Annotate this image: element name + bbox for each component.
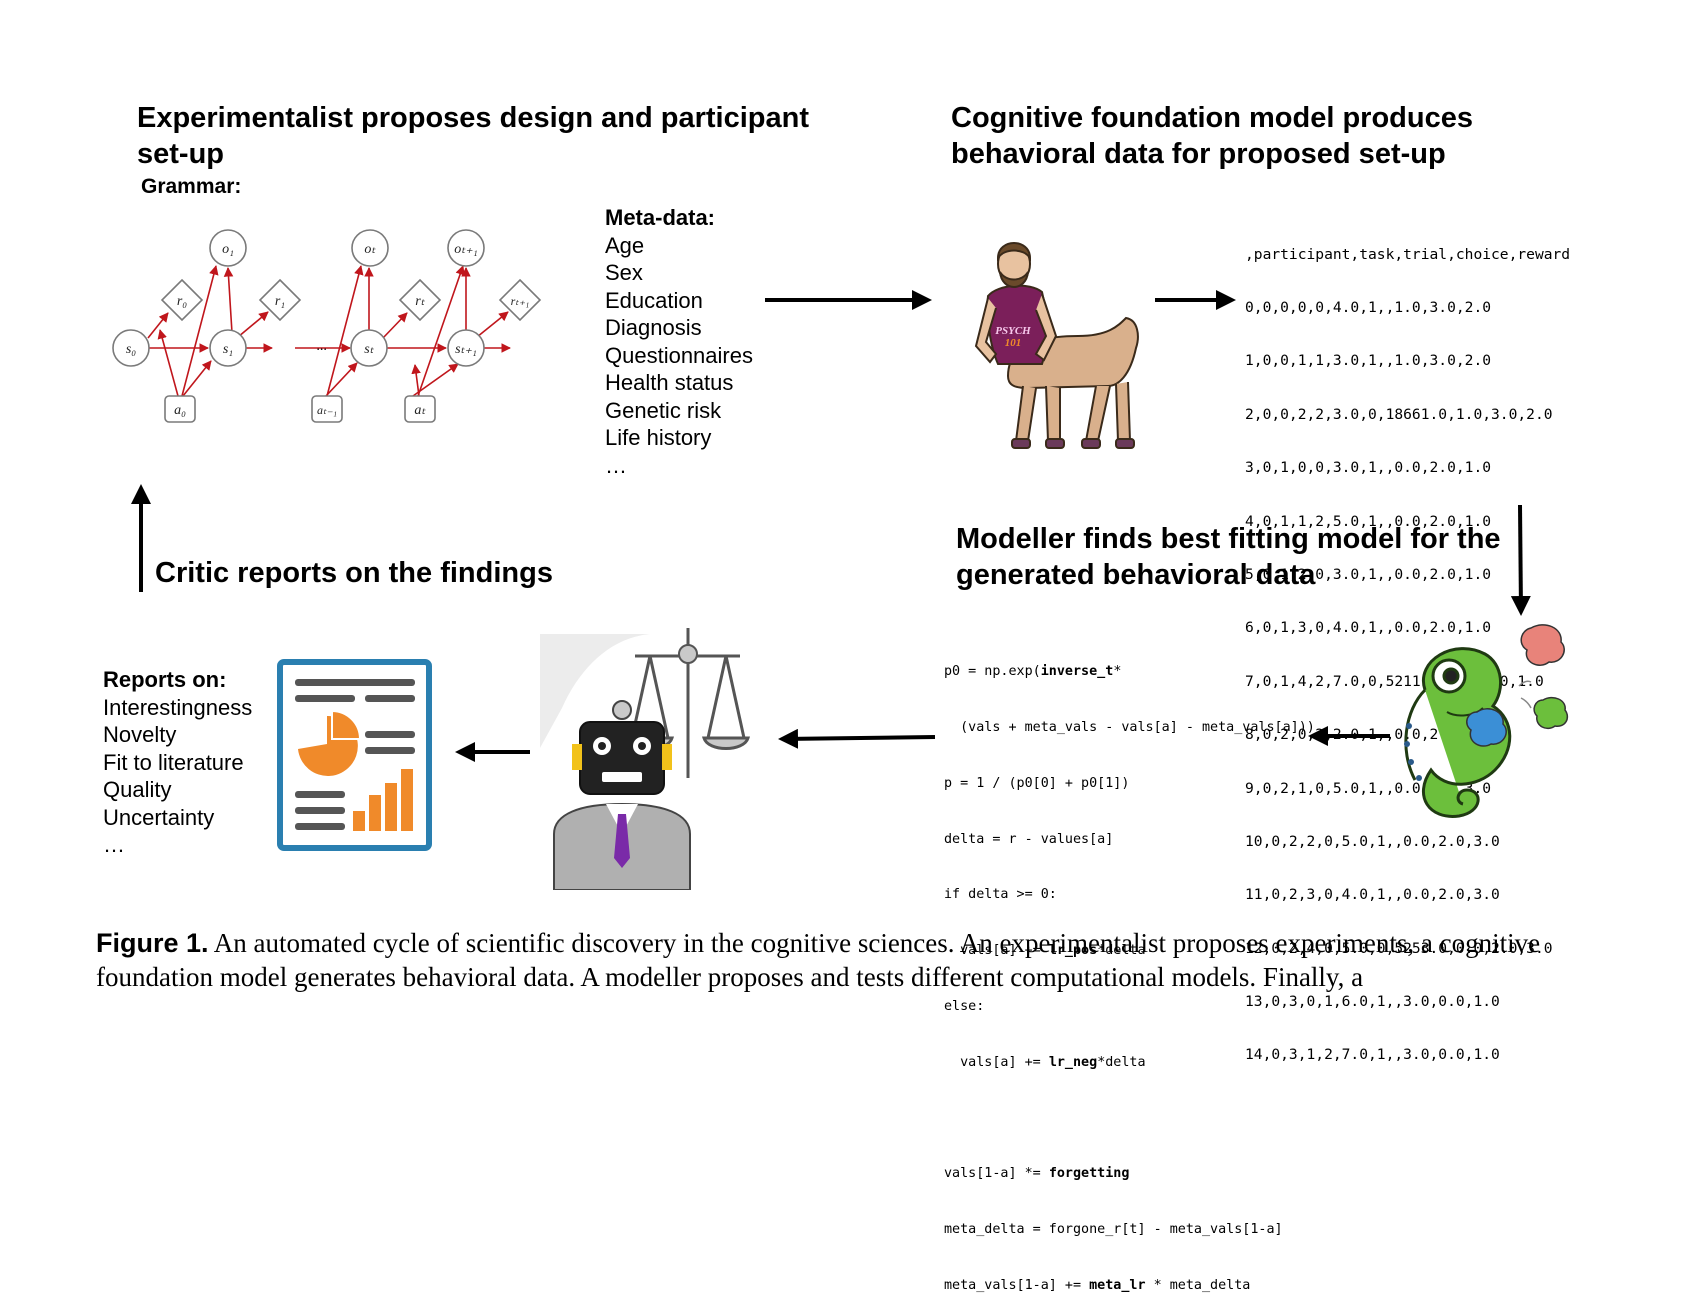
arrow-csv-to-modeller: [1510, 504, 1531, 616]
flow-arrows: [131, 290, 1531, 762]
metadata-item: Education: [605, 287, 703, 313]
code-line: p = 1 / (p0[0] + p0[1]): [944, 775, 1130, 791]
node-at: aₜ: [414, 403, 426, 418]
node-s1: s₁: [223, 342, 233, 357]
metadata-header: Meta-data:: [605, 205, 716, 230]
metadata-item: …: [605, 452, 627, 478]
csv-line: 10,0,2,2,0,5.0,1,,0.0,2.0,3.0: [1245, 832, 1500, 850]
report-document-icon: [277, 659, 432, 851]
node-at-1: aₜ₋₁: [317, 403, 337, 417]
metadata-item: Sex: [605, 260, 643, 285]
foundation-model-title: Cognitive foundation model produces beha…: [951, 102, 1473, 170]
node-r0: r₀: [177, 294, 187, 309]
node-ot: oₜ: [364, 242, 376, 257]
code-line: else:: [944, 998, 985, 1014]
csv-line: ,participant,task,trial,choice,reward: [1245, 245, 1571, 263]
figure-caption: Figure 1. An automated cycle of scientif…: [96, 926, 1606, 994]
arrow-code-to-critic: [778, 728, 936, 749]
node-a0: a₀: [174, 403, 186, 418]
csv-line: 2,0,0,2,2,3.0,0,18661.0,1.0,3.0,2.0: [1245, 405, 1553, 423]
shirt-text-101: 101: [1005, 337, 1022, 349]
code-line-blank: [944, 1109, 1315, 1128]
reports-list: Reports on: Interestingness Novelty Fit …: [103, 666, 252, 859]
node-rt1: rₜ₊₁: [511, 294, 530, 308]
csv-line: 0,0,0,0,0,4.0,1,,1.0,3.0,2.0: [1245, 298, 1492, 316]
csv-line: 1,0,0,1,1,3.0,1,,1.0,3.0,2.0: [1245, 352, 1492, 370]
caption-text: An automated cycle of scientific discove…: [96, 928, 1541, 992]
code-line: meta_vals[1-a] += meta_lr * meta_delta: [944, 1277, 1251, 1293]
centaur-llama-icon: PSYCH 101: [974, 242, 1139, 449]
code-line: delta = r - values[a]: [944, 831, 1114, 847]
robot-judge-icon: [540, 628, 750, 890]
chameleon-icon: [1404, 624, 1569, 818]
metadata-item: Genetic risk: [605, 397, 722, 423]
code-line: meta_delta = forgone_r[t] - meta_vals[1-…: [944, 1222, 1283, 1237]
metadata-item: Health status: [605, 370, 734, 395]
critic-title: Critic reports on the findings: [155, 557, 553, 589]
code-line: vals[a] += lr_neg*delta: [944, 1054, 1146, 1070]
grammar-graph: o₁ oₜ oₜ₊₁ s₀ s₁ sₜ sₜ₊₁ r₀ r₁ rₜ rₜ₊₁ a…: [112, 229, 542, 423]
reports-item: Interestingness: [103, 694, 253, 720]
node-st1: sₜ₊₁: [455, 342, 477, 357]
node-rt: rₜ: [415, 294, 425, 309]
reports-item: Fit to literature: [103, 749, 244, 775]
code-line: vals[1-a] *= forgetting: [944, 1166, 1130, 1182]
code-line: (vals + meta_vals - vals[a] - meta_vals[…: [944, 719, 1315, 735]
reports-header: Reports on:: [103, 667, 227, 692]
code-line: vals[a] += lr_pos*delta: [944, 943, 1146, 959]
reports-item: …: [103, 832, 125, 857]
experimentalist-title: Experimentalist proposes design and part…: [137, 102, 809, 170]
node-o1: o₁: [222, 242, 234, 257]
caption-label: Figure 1.: [96, 928, 209, 958]
csv-line: 5,0,1,2,0,3.0,1,,0.0,2.0,1.0: [1245, 565, 1492, 583]
metadata-item: Age: [605, 232, 645, 258]
metadata-item: Diagnosis: [605, 315, 702, 340]
code-line: p0 = np.exp(inverse_t*: [944, 664, 1122, 680]
reports-item: Uncertainty: [103, 804, 215, 830]
csv-line: 12,0,2,4,0,5.0,0,5253.0,0.0,2.0,3.0: [1245, 939, 1553, 957]
grammar-label: Grammar:: [141, 175, 242, 198]
node-ot1: oₜ₊₁: [454, 242, 477, 257]
code-line: if delta >= 0:: [944, 887, 1057, 903]
shirt-text-psych: PSYCH: [995, 325, 1031, 337]
reports-item: Quality: [103, 777, 172, 802]
csv-line: 6,0,1,3,0,4.0,1,,0.0,2.0,1.0: [1245, 619, 1492, 637]
metadata-item: Questionnaires: [605, 342, 753, 368]
metadata-item: Life history: [605, 425, 712, 450]
reports-item: Novelty: [103, 722, 177, 747]
node-r1: r₁: [275, 294, 285, 309]
modeller-title: Modeller finds best fitting model for th…: [956, 523, 1501, 591]
csv-line: 4,0,1,1,2,5.0,1,,0.0,2.0,1.0: [1245, 512, 1492, 530]
csv-line: 3,0,1,0,0,3.0,1,,0.0,2.0,1.0: [1245, 459, 1492, 477]
node-s0: s₀: [126, 342, 136, 357]
csv-line: 11,0,2,3,0,4.0,1,,0.0,2.0,3.0: [1245, 886, 1500, 904]
node-st: sₜ: [364, 342, 374, 357]
metadata-list: Meta-data: Age Sex Education Diagnosis Q…: [605, 204, 753, 479]
graph-ellipsis-1: ...: [317, 339, 328, 354]
